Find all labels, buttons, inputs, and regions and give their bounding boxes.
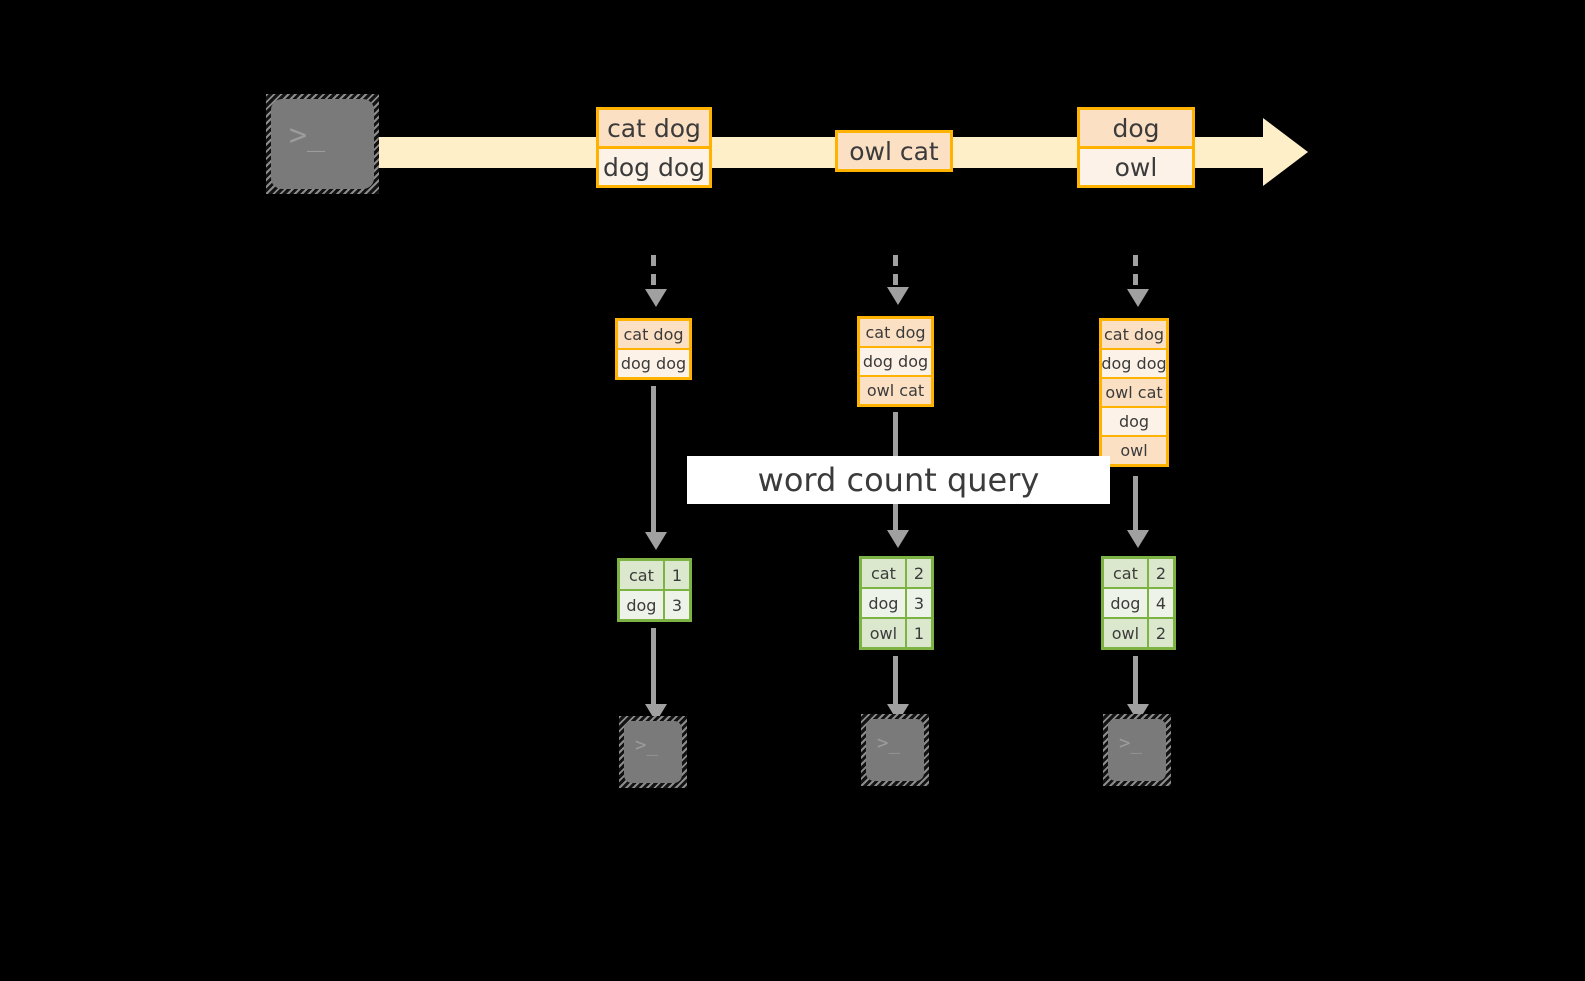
result-count: 3 <box>906 589 931 617</box>
result-count: 3 <box>664 591 689 619</box>
result-row: cat 2 <box>1104 559 1173 587</box>
sink-terminal-icon-3: >_ <box>1103 714 1171 786</box>
stream-record-line: dog dog <box>599 149 709 185</box>
result-count: 1 <box>664 561 689 589</box>
result-word: cat <box>862 559 905 587</box>
snapshot-row: owl cat <box>1102 379 1166 406</box>
terminal-screen: >_ <box>866 719 924 781</box>
snapshot-row: owl cat <box>860 377 931 404</box>
result-count: 2 <box>1148 619 1173 647</box>
query-arrow-head-1 <box>645 532 667 550</box>
terminal-screen: >_ <box>271 99 374 189</box>
result-row: dog 3 <box>620 591 689 619</box>
query-label-text: word count query <box>757 461 1040 499</box>
stream-record-3: dog owl <box>1077 107 1195 188</box>
snapshot-table-3: cat dog dog dog owl cat dog owl <box>1099 318 1169 467</box>
snapshot-table-1: cat dog dog dog <box>615 318 692 380</box>
dashed-arrow-head-2 <box>887 287 909 305</box>
result-row: owl 2 <box>1104 619 1173 647</box>
stream-record-line: owl <box>1080 149 1192 185</box>
dashed-arrow-line-1 <box>651 255 656 291</box>
result-count: 4 <box>1148 589 1173 617</box>
sink-arrow-line-1 <box>651 628 656 706</box>
dashed-arrow-head-1 <box>645 289 667 307</box>
snapshot-row: dog dog <box>860 348 931 375</box>
result-count: 2 <box>1148 559 1173 587</box>
snapshot-table-2: cat dog dog dog owl cat <box>857 316 934 407</box>
dashed-arrow-line-3 <box>1133 255 1138 291</box>
stream-record-line: cat dog <box>599 110 709 146</box>
result-table-2: cat 2 dog 3 owl 1 <box>859 556 934 650</box>
terminal-prompt-glyph: >_ <box>289 118 326 153</box>
result-table-3: cat 2 dog 4 owl 2 <box>1101 556 1176 650</box>
result-word: dog <box>862 589 905 617</box>
terminal-prompt-glyph: >_ <box>1119 732 1142 754</box>
snapshot-row: cat dog <box>1102 321 1166 348</box>
result-word: dog <box>1104 589 1147 617</box>
stream-arrow-head <box>1263 118 1308 186</box>
query-label-banner: word count query <box>687 456 1110 504</box>
dashed-arrow-line-2 <box>893 255 898 289</box>
snapshot-row: dog dog <box>618 350 689 377</box>
query-arrow-line-3 <box>1133 476 1138 532</box>
result-word: cat <box>620 561 663 589</box>
stream-record-2: owl cat <box>835 130 953 172</box>
stream-record-1: cat dog dog dog <box>596 107 712 188</box>
sink-terminal-icon-1: >_ <box>619 716 687 788</box>
dashed-arrow-head-3 <box>1127 289 1149 307</box>
sink-terminal-icon-2: >_ <box>861 714 929 786</box>
result-table-1: cat 1 dog 3 <box>617 558 692 622</box>
snapshot-row: owl <box>1102 437 1166 464</box>
query-arrow-head-2 <box>887 530 909 548</box>
result-count: 2 <box>906 559 931 587</box>
stream-record-line: owl cat <box>838 133 950 169</box>
result-row: dog 4 <box>1104 589 1173 617</box>
result-word: owl <box>1104 619 1147 647</box>
result-row: dog 3 <box>862 589 931 617</box>
snapshot-row: cat dog <box>860 319 931 346</box>
snapshot-row: dog dog <box>1102 350 1166 377</box>
terminal-screen: >_ <box>1108 719 1166 781</box>
sink-arrow-line-3 <box>1133 656 1138 706</box>
query-arrow-head-3 <box>1127 530 1149 548</box>
terminal-prompt-glyph: >_ <box>877 732 900 754</box>
result-word: cat <box>1104 559 1147 587</box>
result-word: dog <box>620 591 663 619</box>
sink-arrow-line-2 <box>893 656 898 706</box>
result-row: cat 2 <box>862 559 931 587</box>
snapshot-row: dog <box>1102 408 1166 435</box>
query-arrow-line-1 <box>651 386 656 534</box>
result-row: owl 1 <box>862 619 931 647</box>
terminal-prompt-glyph: >_ <box>635 734 658 756</box>
result-word: owl <box>862 619 905 647</box>
result-count: 1 <box>906 619 931 647</box>
source-terminal-icon: >_ <box>266 94 379 194</box>
snapshot-row: cat dog <box>618 321 689 348</box>
stream-record-line: dog <box>1080 110 1192 146</box>
terminal-screen: >_ <box>624 721 682 783</box>
result-row: cat 1 <box>620 561 689 589</box>
